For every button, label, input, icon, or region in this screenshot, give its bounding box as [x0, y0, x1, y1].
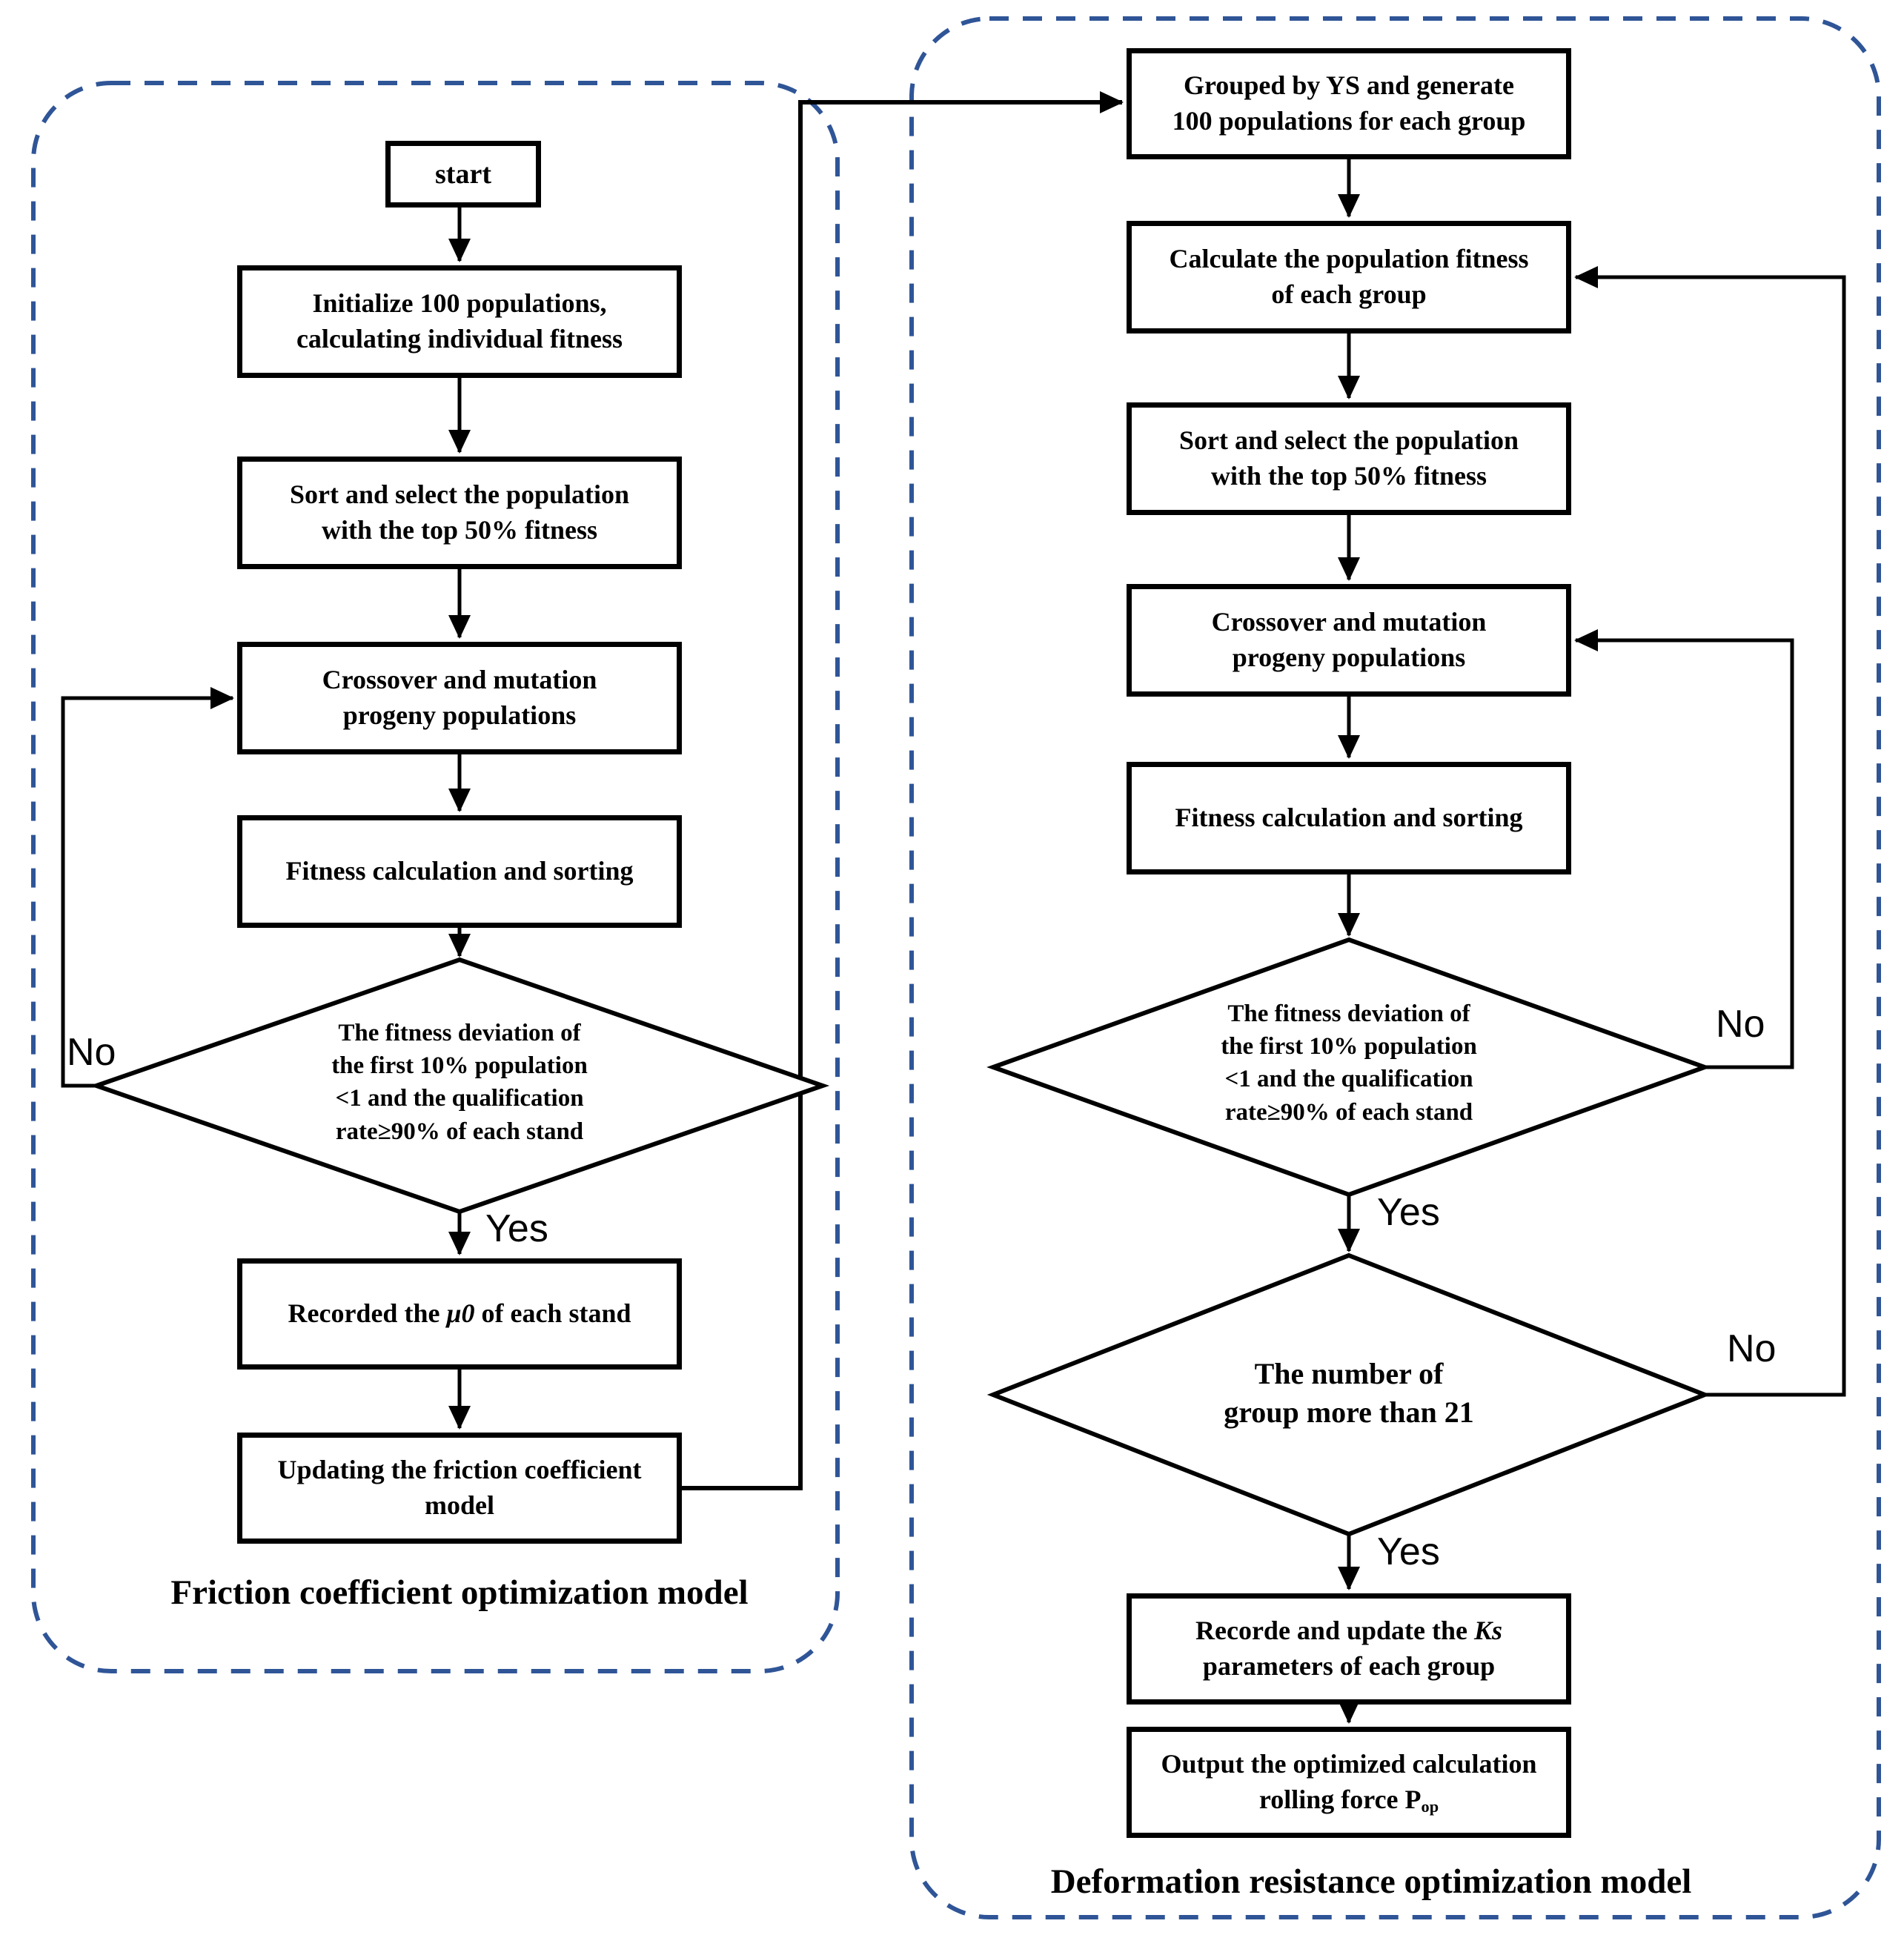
node-recorded-mu: Recorded the μ0 of each stand [237, 1258, 682, 1370]
right-decision1-text: The fitness deviation of the first 10% p… [1164, 998, 1534, 1129]
recorded-suffix: of each stand [481, 1298, 631, 1329]
output-prefix: rolling force [1258, 1785, 1399, 1814]
right-decision2-line2: group more than 21 [1224, 1395, 1474, 1429]
right-panel-border [909, 16, 1881, 1919]
node-output-line2: rolling force Pop [1259, 1782, 1439, 1818]
node-sort-left-line1: Sort and select the population [289, 479, 630, 510]
left-no-loop [61, 687, 234, 1088]
node-grouped: Grouped by YS and generate 100 populatio… [1127, 48, 1571, 159]
node-updating-line1: Updating the friction coefficient [277, 1455, 642, 1485]
right-decision1-line4: rate≥90% of each stand [1224, 1098, 1473, 1126]
connector-left-to-right [682, 91, 1124, 1490]
node-crossover-right-line1: Crossover and mutation [1211, 607, 1487, 637]
node-sort-left-line2: with the top 50% fitness [321, 515, 597, 545]
right-decision1-diamond [986, 937, 1711, 1198]
right-decision1-line1: The fitness deviation of [1227, 1000, 1470, 1027]
left-yes-label: Yes [485, 1207, 548, 1250]
node-recorded-mu-label: Recorded the μ0 of each stand [288, 1296, 631, 1332]
left-panel-title: Friction coefficient optimization model [170, 1573, 749, 1612]
node-fitness-left-label: Fitness calculation and sorting [285, 856, 634, 886]
node-start: start [385, 141, 541, 208]
ks-symbol: Ks [1473, 1616, 1503, 1646]
node-sort-right-line1: Sort and select the population [1178, 425, 1519, 456]
left-no-label: No [67, 1031, 116, 1074]
node-start-label: start [435, 158, 491, 190]
left-decision-line2: the first 10% population [331, 1052, 588, 1080]
node-fitness-left: Fitness calculation and sorting [237, 815, 682, 928]
rolling-force-p: Pop [1404, 1785, 1439, 1816]
node-recorde-ks-line1: Recorde and update the Ks [1195, 1613, 1502, 1649]
node-sort-right-line2: with the top 50% fitness [1210, 461, 1487, 491]
node-crossover-right: Crossover and mutation progeny populatio… [1127, 584, 1571, 697]
left-panel-border [31, 81, 840, 1673]
node-initialize-line1: Initialize 100 populations, [312, 288, 607, 319]
p-subscript: op [1421, 1796, 1439, 1816]
node-initialize-line2: calculating individual fitness [296, 324, 623, 354]
recorde-prefix: Recorde and update the [1195, 1616, 1467, 1646]
mu0-symbol: μ0 [446, 1298, 475, 1329]
node-recorde-ks: Recorde and update the Ks parameters of … [1127, 1593, 1571, 1705]
left-decision-diamond [89, 957, 830, 1215]
node-crossover-left-line1: Crossover and mutation [322, 665, 597, 695]
node-grouped-line2: 100 populations for each group [1172, 106, 1526, 136]
node-calculate-line1: Calculate the population fitness [1169, 244, 1529, 274]
right-no1-label: No [1716, 1003, 1765, 1046]
node-grouped-line1: Grouped by YS and generate [1183, 70, 1515, 101]
right-no-loop-outer [1574, 266, 1846, 1397]
node-sort-left: Sort and select the population with the … [237, 457, 682, 569]
left-decision-line4: rate≥90% of each stand [335, 1118, 584, 1145]
right-panel-title: Deformation resistance optimization mode… [1050, 1862, 1692, 1901]
node-crossover-right-line2: progeny populations [1232, 643, 1466, 672]
left-decision-line1: The fitness deviation of [338, 1020, 581, 1046]
node-recorde-ks-line2: parameters of each group [1202, 1651, 1496, 1681]
node-fitness-right-label: Fitness calculation and sorting [1175, 803, 1523, 833]
left-decision-text: The fitness deviation of the first 10% p… [274, 1017, 645, 1148]
p-symbol: P [1404, 1785, 1422, 1814]
right-decision2-diamond [986, 1252, 1711, 1537]
right-yes2-label: Yes [1377, 1530, 1440, 1573]
left-decision-line3: <1 and the qualification [335, 1085, 584, 1112]
right-decision2-text: The number of group more than 21 [1164, 1355, 1534, 1432]
node-crossover-left-line2: progeny populations [342, 700, 577, 730]
right-decision1-line3: <1 and the qualification [1224, 1066, 1473, 1093]
node-calculate: Calculate the population fitness of each… [1127, 221, 1571, 333]
right-decision2-line1: The number of [1254, 1357, 1444, 1390]
right-no2-label: No [1727, 1327, 1777, 1370]
recorded-prefix: Recorded the [288, 1298, 440, 1329]
node-calculate-line2: of each group [1271, 279, 1427, 309]
node-fitness-right: Fitness calculation and sorting [1127, 762, 1571, 874]
node-initialize: Initialize 100 populations, calculating … [237, 265, 682, 378]
node-output: Output the optimized calculation rolling… [1127, 1727, 1571, 1838]
right-no-loop-inner [1574, 629, 1794, 1069]
node-crossover-left: Crossover and mutation progeny populatio… [237, 642, 682, 754]
right-yes1-label: Yes [1377, 1191, 1440, 1234]
right-decision1-line2: the first 10% population [1221, 1033, 1477, 1061]
node-updating-line2: model [425, 1490, 494, 1520]
node-output-line1: Output the optimized calculation [1161, 1749, 1537, 1779]
node-sort-right: Sort and select the population with the … [1127, 402, 1571, 515]
node-updating-model: Updating the friction coefficient model [237, 1433, 682, 1544]
